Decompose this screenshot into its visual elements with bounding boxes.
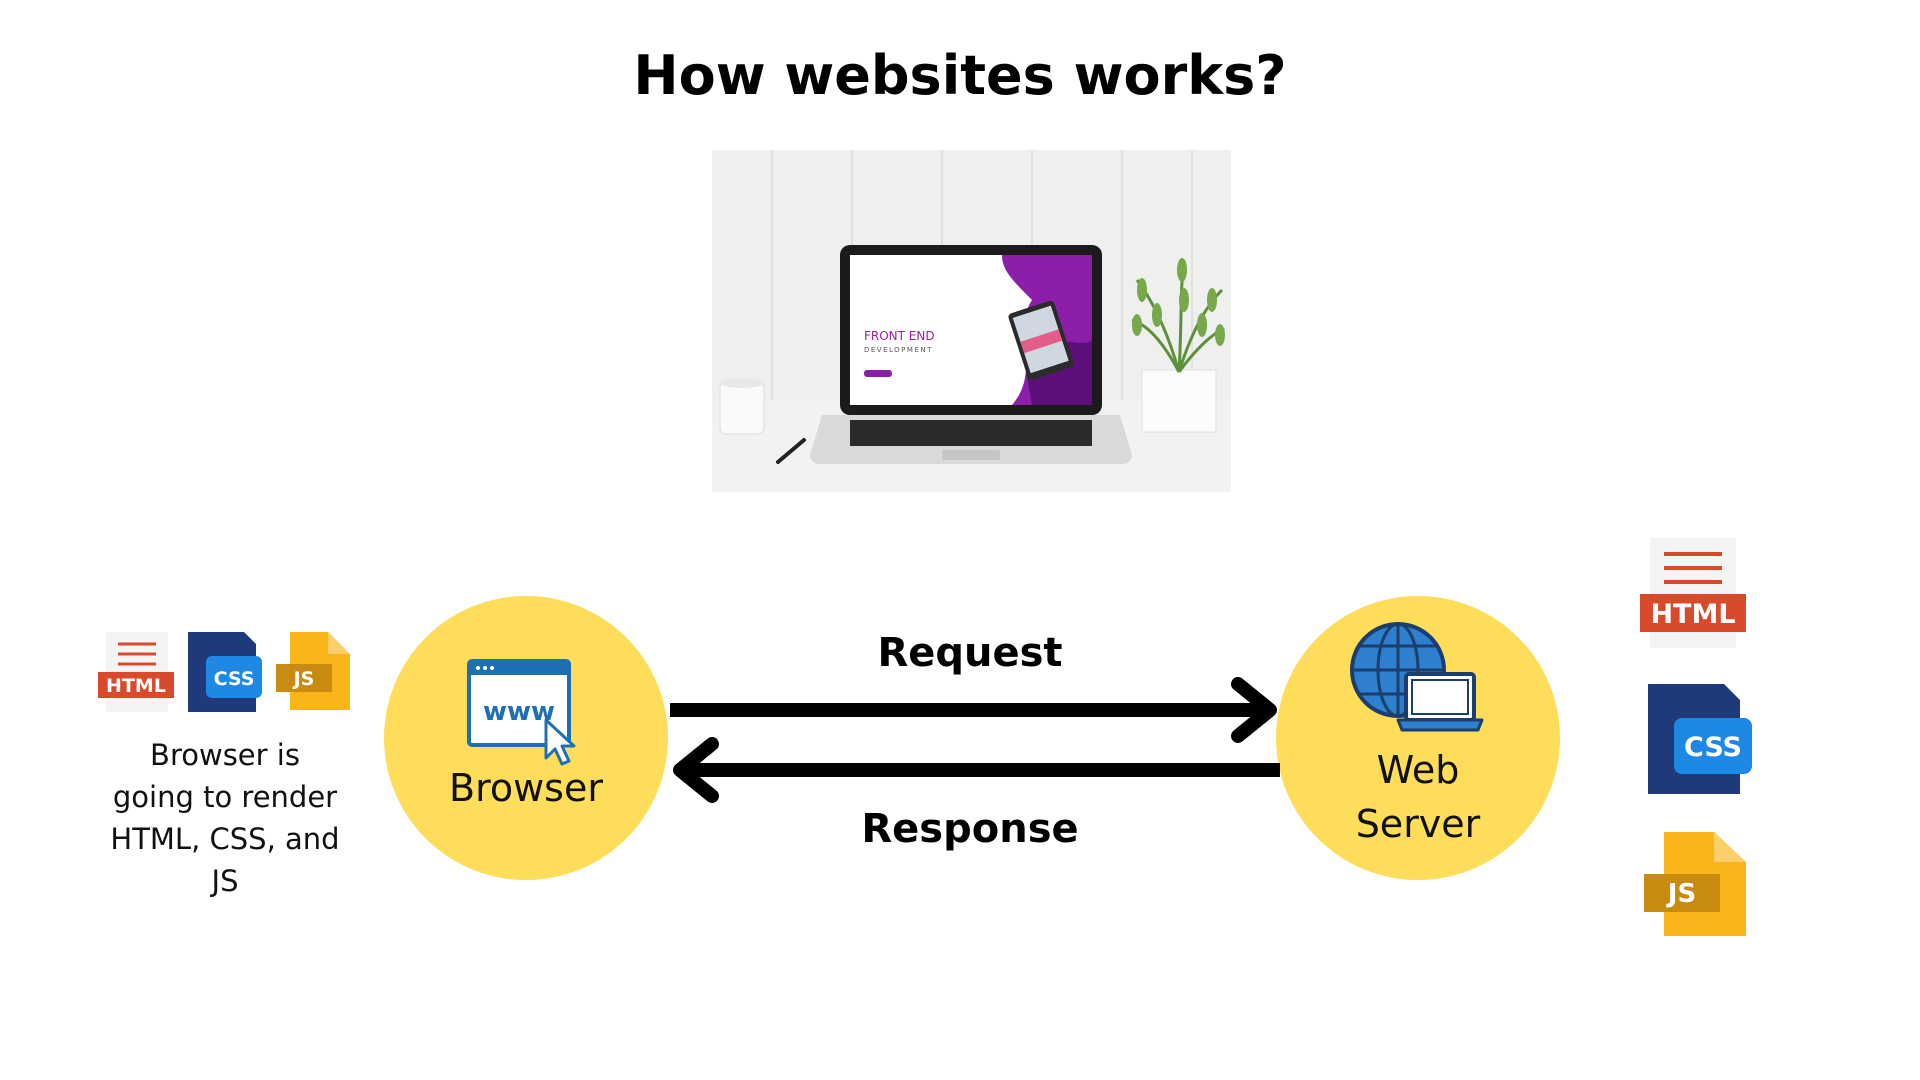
js-text: JS xyxy=(292,668,315,690)
server-css-file-icon: CSS xyxy=(1646,682,1756,796)
laptop-icon xyxy=(1396,672,1484,732)
laptop-photo: FRONT END DEVELOPMENT xyxy=(712,150,1231,492)
render-note: Browser is going to render HTML, CSS, an… xyxy=(80,734,370,902)
globe-laptop-icon xyxy=(1348,620,1488,740)
render-note-line3: HTML, CSS, and xyxy=(110,822,340,856)
response-label: Response xyxy=(861,806,1079,852)
www-text: www xyxy=(483,697,555,727)
mug xyxy=(719,378,765,435)
request-label: Request xyxy=(877,630,1063,676)
diagram-title: How websites works? xyxy=(633,44,1287,107)
server-html-text: HTML xyxy=(1650,599,1735,630)
request-arrow xyxy=(670,677,1277,743)
render-note-line4: JS xyxy=(211,864,239,898)
web-server-label-line1: Web xyxy=(1376,748,1460,792)
screen-headline: FRONT END xyxy=(864,329,935,343)
screen-subheadline: DEVELOPMENT xyxy=(864,346,933,354)
response-arrow xyxy=(673,737,1280,803)
web-server-label-line2: Server xyxy=(1355,802,1481,846)
html-file-icon: HTML xyxy=(98,630,174,714)
browser-window-icon: www xyxy=(466,658,586,768)
html-text: HTML xyxy=(106,675,166,697)
render-note-line2: going to render xyxy=(112,780,338,814)
cursor-icon xyxy=(544,718,576,766)
laptop: FRONT END DEVELOPMENT xyxy=(810,245,1132,464)
server-css-text: CSS xyxy=(1684,732,1742,763)
arrows xyxy=(670,677,1280,803)
server-js-text: JS xyxy=(1666,879,1696,909)
plant xyxy=(1131,258,1225,433)
css-file-icon: CSS xyxy=(186,630,266,714)
server-js-file-icon: JS xyxy=(1644,830,1750,938)
css-text: CSS xyxy=(214,668,255,690)
js-file-icon: JS xyxy=(276,630,352,714)
render-note-line1: Browser is xyxy=(150,738,300,772)
server-html-file-icon: HTML xyxy=(1640,536,1746,650)
browser-label: Browser xyxy=(449,766,603,810)
